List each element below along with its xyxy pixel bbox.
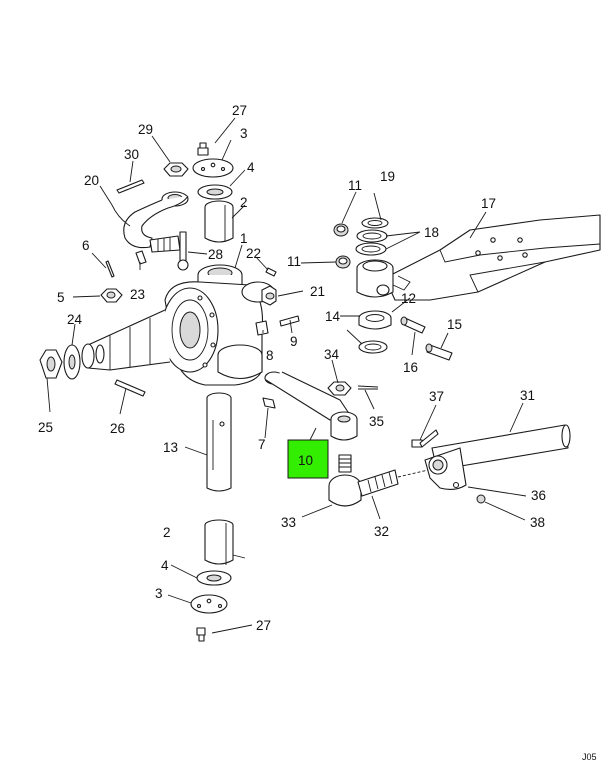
label-21[interactable]: 21 — [310, 284, 325, 299]
label-34[interactable]: 34 — [324, 347, 340, 362]
label-3-bottom[interactable]: 3 — [155, 586, 163, 601]
label-5[interactable]: 5 — [57, 290, 65, 305]
label-4-bottom[interactable]: 4 — [161, 558, 169, 573]
label-12[interactable]: 12 — [401, 291, 416, 306]
steering-knuckle — [81, 264, 275, 386]
label-18[interactable]: 18 — [424, 225, 439, 240]
stop-bolts — [255, 267, 300, 336]
label-17[interactable]: 17 — [481, 196, 496, 211]
label-19[interactable]: 19 — [380, 169, 395, 184]
label-11-top[interactable]: 11 — [348, 178, 362, 193]
steering-arm — [123, 191, 189, 253]
callout-labels: 27 3 29 30 4 20 2 1 28 22 6 23 5 21 24 8… — [38, 103, 546, 633]
label-28[interactable]: 28 — [208, 247, 223, 262]
tie-rod-end — [328, 454, 429, 507]
label-2-top[interactable]: 2 — [240, 195, 248, 210]
arm-nut — [327, 381, 379, 396]
label-9[interactable]: 9 — [290, 334, 298, 349]
label-27-bottom[interactable]: 27 — [256, 618, 271, 633]
label-31[interactable]: 31 — [520, 388, 535, 403]
label-33[interactable]: 33 — [281, 515, 296, 530]
label-3-top[interactable]: 3 — [240, 126, 248, 141]
bushing-parts — [333, 223, 351, 269]
label-13[interactable]: 13 — [163, 440, 178, 455]
label-24[interactable]: 24 — [67, 312, 83, 327]
upper-stack — [116, 142, 234, 243]
label-30[interactable]: 30 — [124, 147, 139, 162]
label-15[interactable]: 15 — [447, 317, 462, 332]
label-14[interactable]: 14 — [325, 309, 341, 324]
label-23[interactable]: 23 — [130, 287, 145, 302]
label-1[interactable]: 1 — [240, 231, 248, 246]
label-7[interactable]: 7 — [258, 437, 266, 452]
small-fasteners — [100, 231, 189, 303]
label-16[interactable]: 16 — [403, 360, 418, 375]
cross-tube — [411, 424, 571, 504]
spindle-nut — [39, 344, 81, 380]
label-32[interactable]: 32 — [374, 524, 389, 539]
label-26[interactable]: 26 — [110, 421, 125, 436]
label-38[interactable]: 38 — [530, 515, 545, 530]
leader-lines — [46, 117, 527, 634]
label-6[interactable]: 6 — [82, 238, 90, 253]
thrust-washers — [355, 217, 389, 256]
label-2-bottom[interactable]: 2 — [163, 525, 171, 540]
label-22[interactable]: 22 — [246, 246, 261, 261]
label-25[interactable]: 25 — [38, 420, 53, 435]
label-20[interactable]: 20 — [84, 173, 99, 188]
drawing-code: J05 — [582, 752, 597, 761]
draw-keys — [400, 316, 453, 361]
seals — [358, 310, 392, 354]
label-29[interactable]: 29 — [138, 122, 153, 137]
label-36[interactable]: 36 — [531, 488, 546, 503]
lower-stack — [190, 519, 234, 642]
highlighted-part-box[interactable] — [287, 439, 329, 479]
label-37[interactable]: 37 — [429, 389, 444, 404]
axle-beam — [356, 214, 601, 301]
label-4-top[interactable]: 4 — [247, 160, 255, 175]
label-8[interactable]: 8 — [266, 348, 274, 363]
label-11-mid[interactable]: 11 — [287, 254, 301, 269]
tie-rod-arm — [264, 371, 358, 441]
label-35[interactable]: 35 — [369, 414, 384, 429]
label-27-top[interactable]: 27 — [232, 103, 247, 118]
king-pin — [206, 392, 276, 492]
highlighted-part-number[interactable]: 10 — [298, 453, 313, 468]
cotter-pin — [114, 379, 146, 397]
